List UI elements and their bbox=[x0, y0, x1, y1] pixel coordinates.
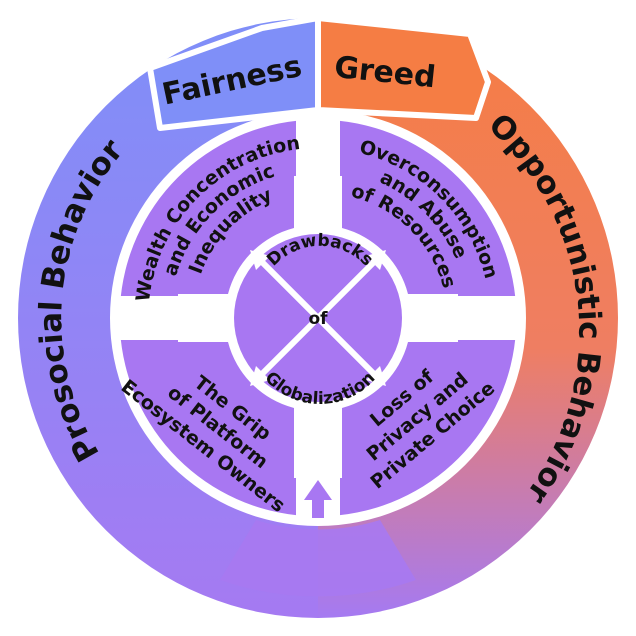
quadrant-bottom-left bbox=[120, 330, 306, 516]
bottom-channel-arrow bbox=[304, 480, 332, 500]
quadrant-top-left bbox=[120, 120, 306, 306]
outer-ring-right-segment bbox=[318, 18, 618, 618]
quadrant-bottom-right bbox=[330, 330, 516, 516]
center-arrows bbox=[250, 250, 386, 386]
quadrant-top-right bbox=[330, 120, 516, 306]
center-label-middle: of bbox=[308, 309, 328, 329]
greed-tab bbox=[315, 15, 491, 121]
outer-ring-bottom-blend bbox=[220, 520, 416, 597]
outer-ring-left-segment bbox=[18, 18, 318, 618]
